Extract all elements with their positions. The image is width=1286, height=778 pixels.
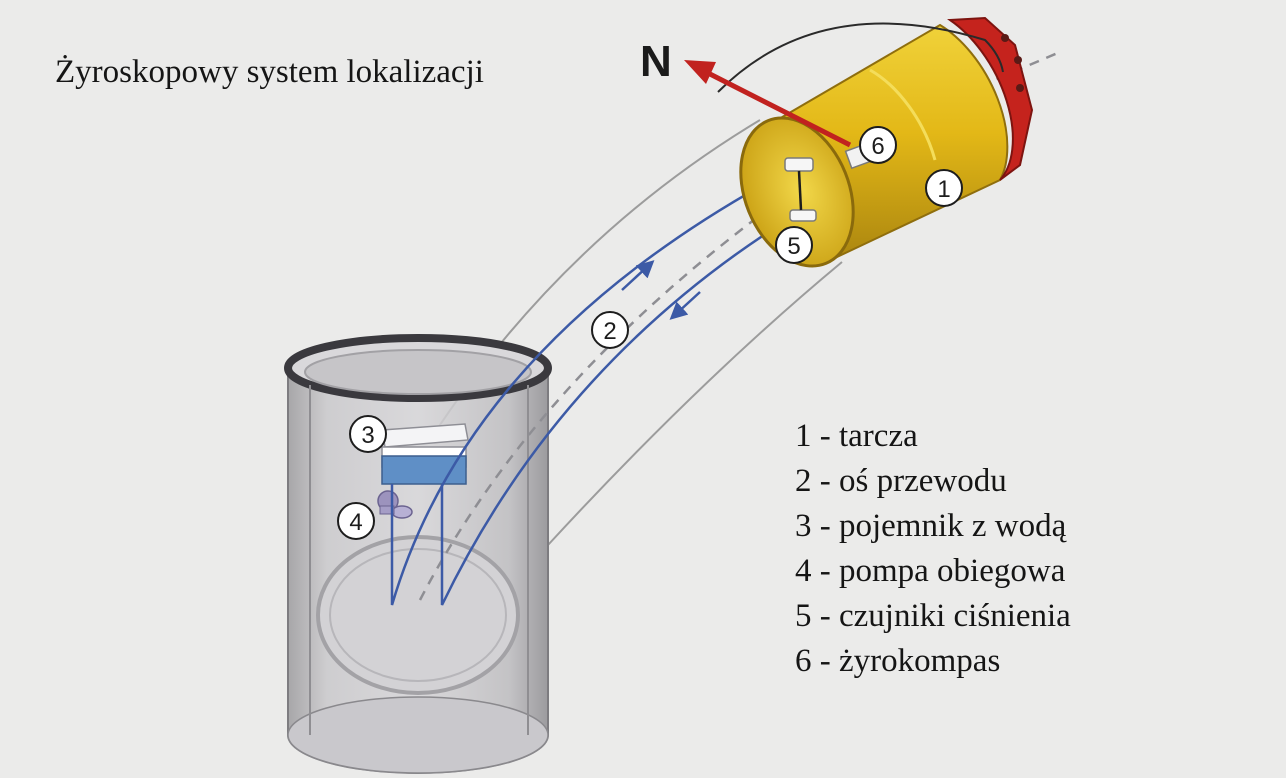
legend-item: 3 - pojemnik z wodą <box>795 508 1067 544</box>
marker-2: 2 <box>591 311 629 349</box>
marker-1-label: 1 <box>937 176 950 203</box>
hose-lines <box>390 168 796 606</box>
marker-5: 5 <box>775 226 813 264</box>
legend-item: 6 - żyrokompas <box>795 643 1001 679</box>
marker-4-label: 4 <box>349 509 362 536</box>
water-tank <box>381 423 469 485</box>
marker-2-label: 2 <box>603 318 616 345</box>
legend: 1 - tarcza 2 - oś przewodu 3 - pojemnik … <box>795 414 1071 684</box>
legend-item: 4 - pompa obiegowa <box>795 553 1066 589</box>
marker-4: 4 <box>337 502 375 540</box>
legend-item: 5 - czujniki ciśnienia <box>795 598 1071 634</box>
marker-5-label: 5 <box>787 233 800 260</box>
legend-item: 2 - oś przewodu <box>795 463 1007 499</box>
marker-3: 3 <box>349 415 387 453</box>
marker-1: 1 <box>925 169 963 207</box>
launch-shaft <box>284 334 552 774</box>
diagram-title: Żyroskopowy system lokalizacji <box>55 54 484 90</box>
legend-item: 1 - tarcza <box>795 418 918 454</box>
flow-arrow-down <box>669 291 701 320</box>
marker-3-label: 3 <box>361 422 374 449</box>
marker-6: 6 <box>859 126 897 164</box>
marker-6-label: 6 <box>871 133 884 160</box>
flow-arrow-up <box>621 260 655 291</box>
north-label: N <box>640 37 672 86</box>
rotation-arc <box>717 22 1004 93</box>
north-arrow <box>684 60 852 148</box>
